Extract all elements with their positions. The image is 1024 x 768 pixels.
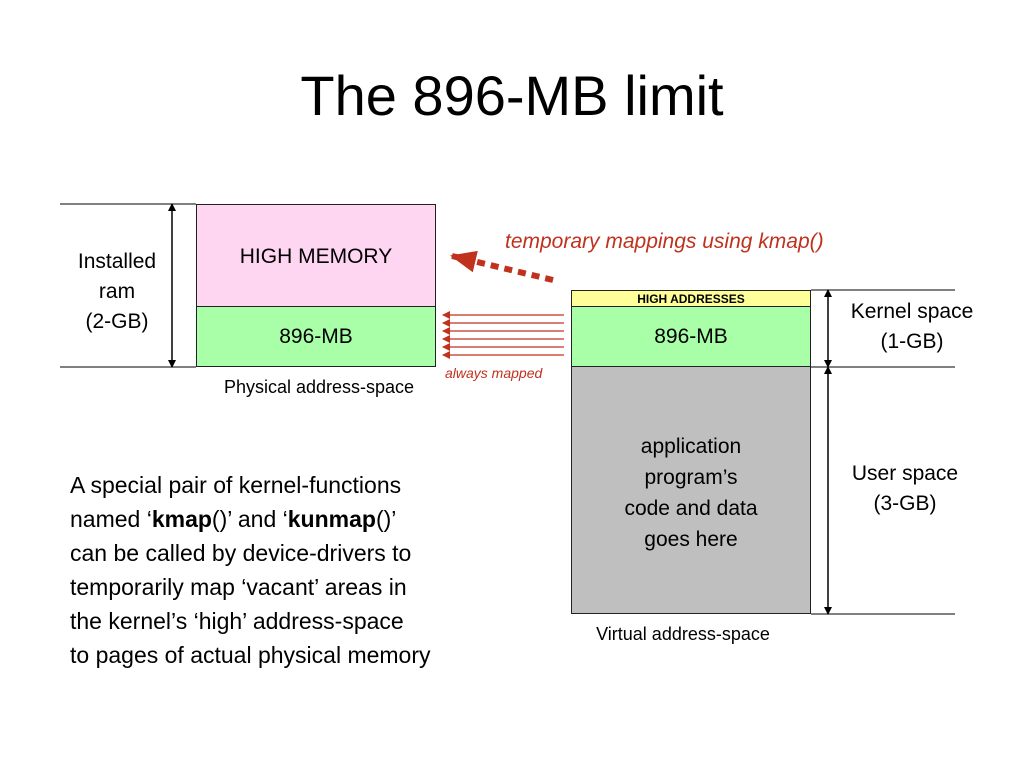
physical-896mb-box: 896-MB: [196, 306, 436, 367]
description-paragraph: A special pair of kernel-functions named…: [70, 468, 530, 672]
user-space-box: application program’s code and data goes…: [571, 366, 811, 614]
kmap-function: kmap: [151, 506, 212, 532]
physical-caption: Physical address-space: [223, 377, 415, 397]
installed-ram-bracket: [60, 203, 196, 368]
kernel-space-label: Kernel space (1-GB): [850, 300, 974, 353]
physical-896mb-label: 896-MB: [279, 324, 353, 348]
paragraph-line-2: named ‘kmap()’ and ‘kunmap()’: [70, 506, 397, 532]
high-addresses-label: HIGH ADDRESSES: [637, 291, 745, 306]
temporary-mappings-label: temporary mappings using kmap(): [505, 230, 824, 253]
high-memory-box: HIGH MEMORY: [196, 204, 436, 307]
user-space-text: application program’s code and data goes…: [624, 435, 758, 551]
always-mapped-label: always mapped: [445, 365, 543, 381]
paragraph-line-5: the kernel’s ‘high’ address-space: [70, 608, 404, 634]
high-memory-label: HIGH MEMORY: [239, 245, 393, 268]
user-space-bracket: [811, 366, 955, 615]
user-space-label: User space (3-GB): [851, 462, 959, 515]
paragraph-line-3: can be called by device-drivers to: [70, 540, 412, 566]
slide-title: The 896-MB limit: [300, 64, 724, 127]
paragraph-line-4: temporarily map ‘vacant’ areas in: [70, 574, 407, 600]
kernel-space-bracket: [811, 289, 955, 368]
kunmap-function: kunmap: [287, 506, 376, 532]
installed-ram-label: Installed ram (2-GB): [77, 250, 157, 333]
virtual-896mb-label: 896-MB: [654, 324, 728, 348]
paragraph-line-1: A special pair of kernel-functions: [70, 472, 402, 498]
virtual-caption: Virtual address-space: [596, 624, 770, 644]
always-mapped-arrows: [442, 311, 564, 359]
paragraph-line-6: to pages of actual physical memory: [70, 642, 431, 668]
temporary-mapping-arrow: [450, 250, 554, 283]
